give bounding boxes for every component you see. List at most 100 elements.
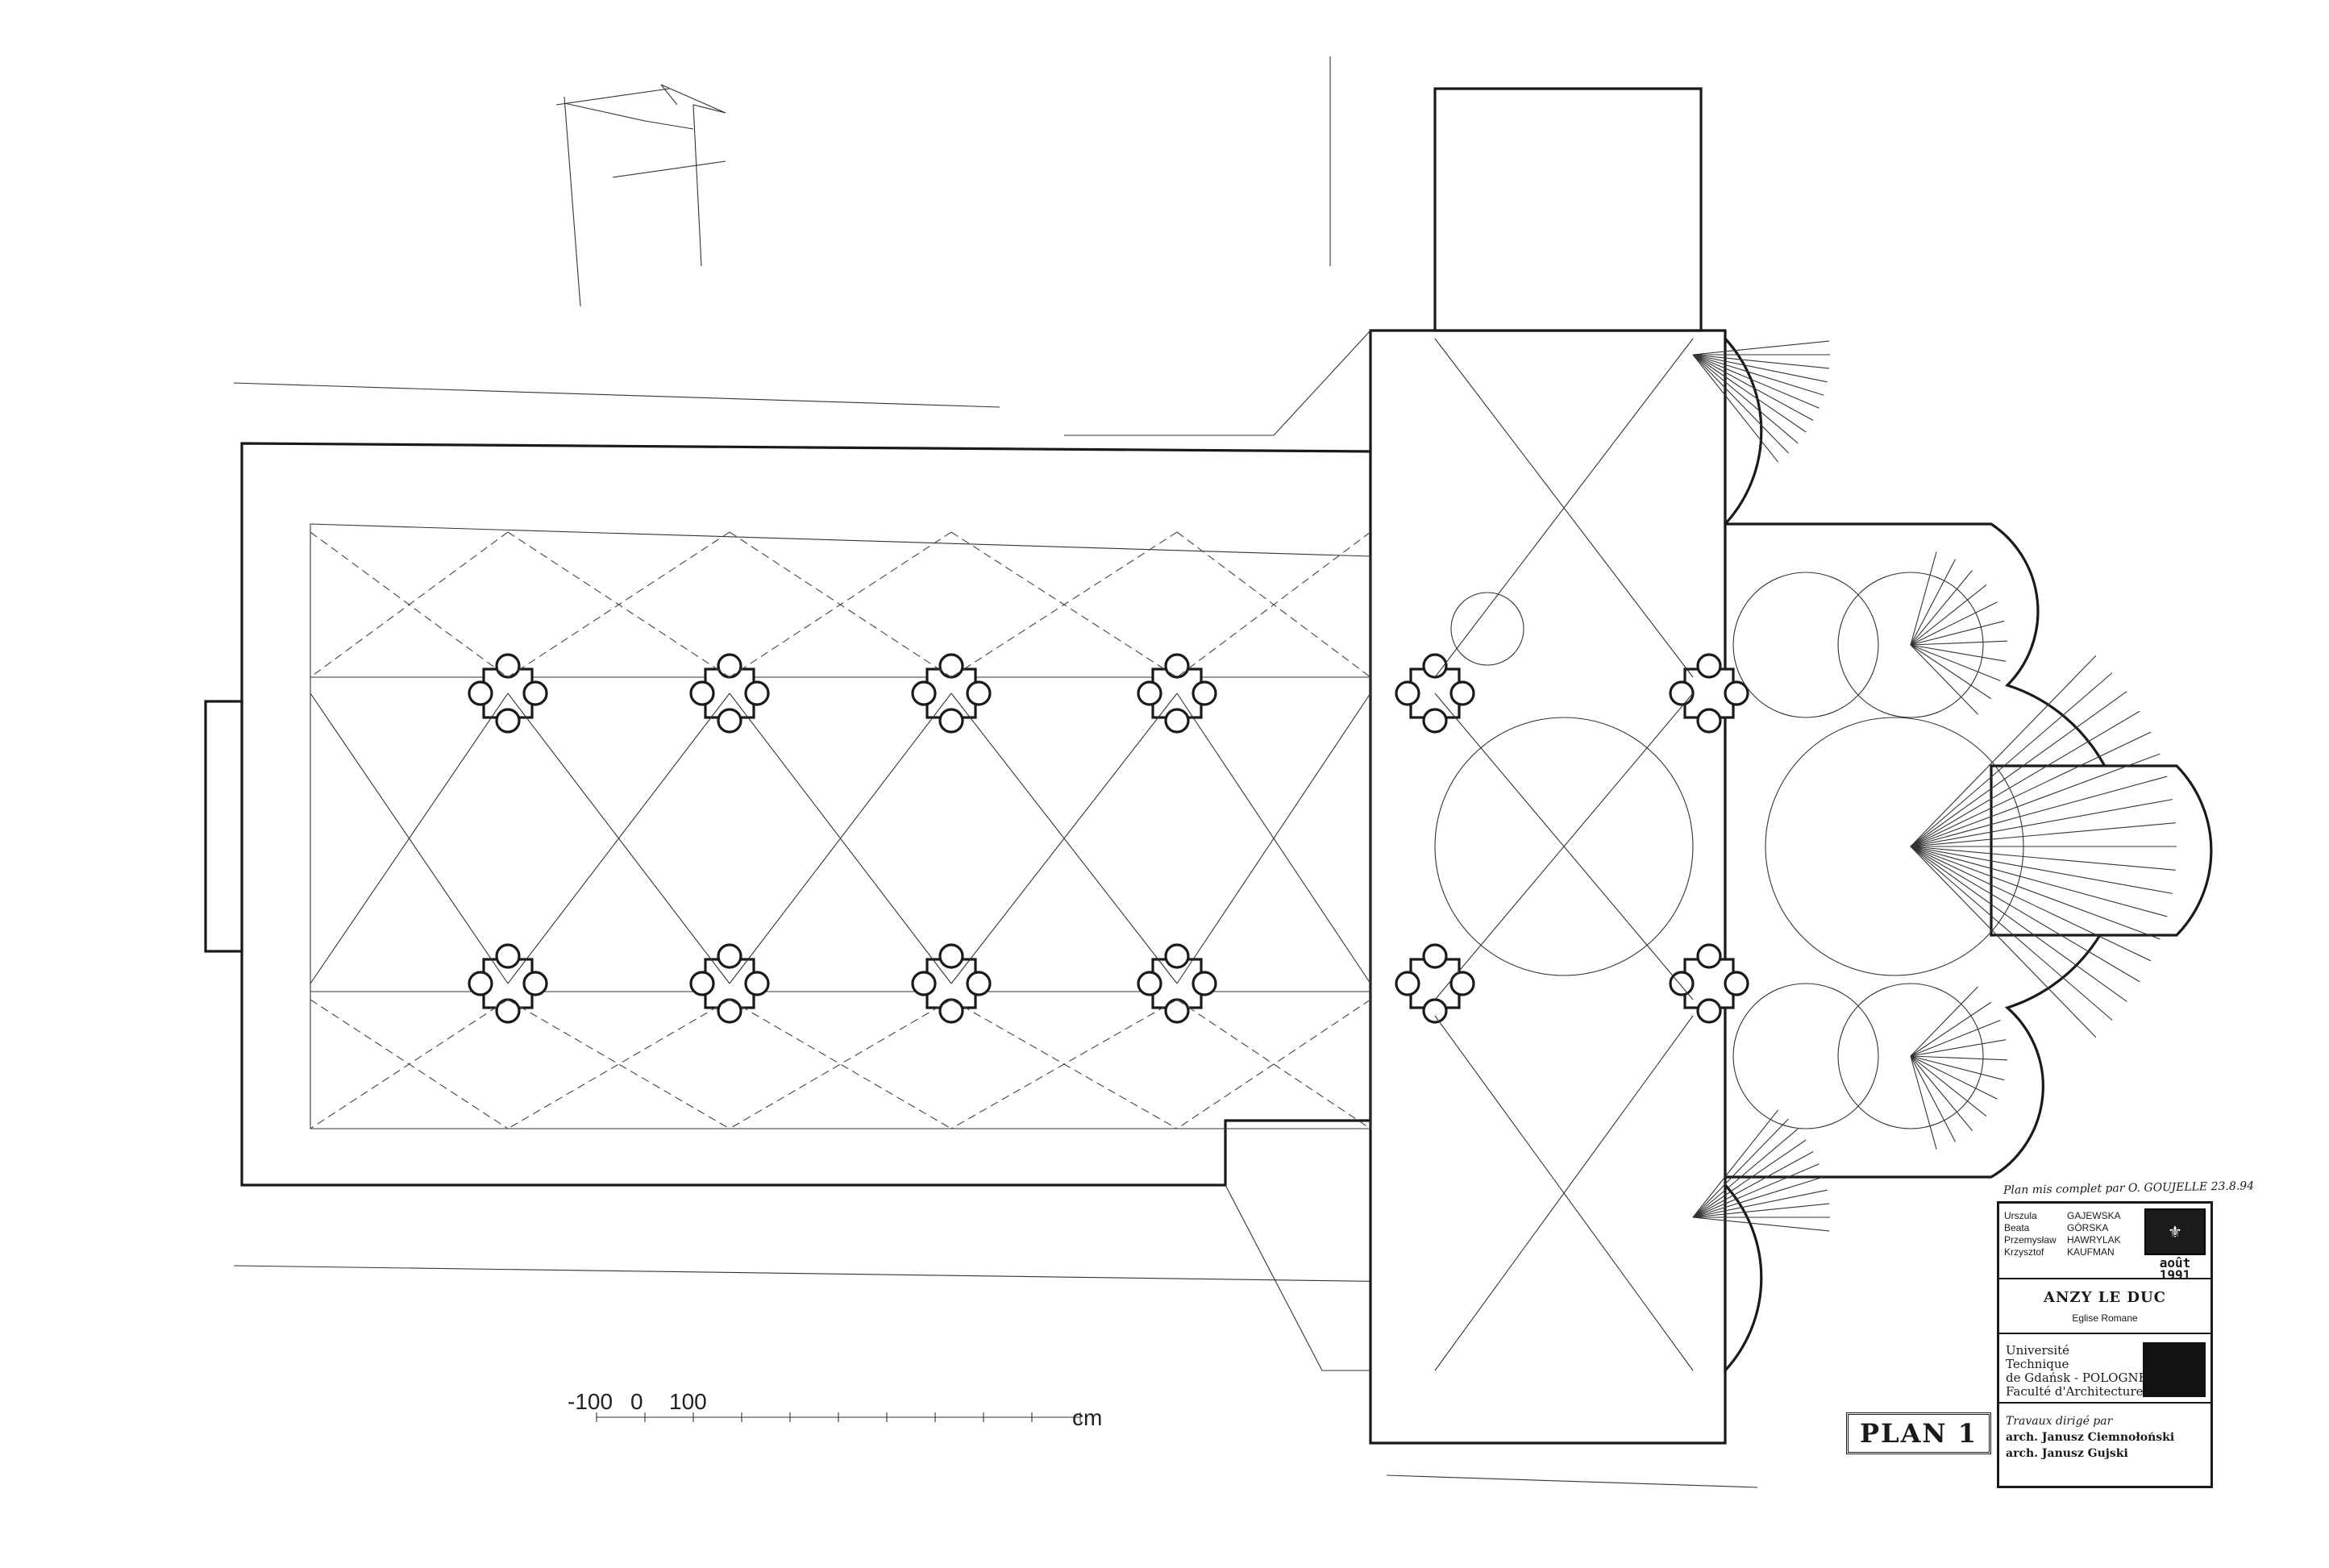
apse-ray: [1692, 1176, 1824, 1218]
pier: [1137, 943, 1217, 1024]
apse-ray: [1910, 1055, 1987, 1117]
school-line: de Gdańsk - POLOGNE: [2006, 1370, 2148, 1385]
author-last: KAUFMAN: [2067, 1246, 2115, 1258]
aisle-rib: [1176, 531, 1371, 678]
vault-rib: [507, 692, 730, 984]
aisle-rib: [507, 999, 730, 1129]
author-first: Urszula: [2004, 1210, 2037, 1221]
apse-ray: [1910, 1055, 1973, 1131]
apse-ray: [1692, 354, 1799, 443]
author-last-names: GAJEWSKA GÓRSKA HAWRYLAK KAUFMAN: [2061, 1210, 2140, 1271]
apse-ray: [1910, 570, 1973, 646]
apse-ray: [1910, 620, 2005, 646]
apse-ray: [1910, 731, 2152, 847]
aisle-rib: [1176, 999, 1371, 1129]
apse-ray: [1910, 846, 2097, 1038]
apse-ray: [1692, 1118, 1789, 1218]
apse-ray: [1910, 644, 2001, 682]
apse-ray: [1910, 753, 2161, 847]
apse-ray: [1692, 354, 1830, 369]
apse-ray: [1692, 1109, 1779, 1218]
pier: [911, 943, 992, 1024]
vault-rib: [950, 692, 1178, 984]
author-first: Przemysław: [2004, 1234, 2057, 1246]
dimension-lines: [233, 56, 1758, 1488]
apse-ray: [1910, 644, 2007, 662]
apse-ray: [1692, 1163, 1820, 1218]
author-last: GÓRSKA: [2067, 1222, 2109, 1233]
faculty-logo-icon: [2143, 1342, 2206, 1397]
apse-ray: [1692, 354, 1824, 396]
pier: [1395, 943, 1475, 1024]
apse-radials: [1692, 340, 2177, 1232]
aisle-rib: [950, 531, 1178, 678]
apse-ray: [1692, 354, 1828, 383]
aisle-rib: [310, 999, 509, 1129]
crossing-geometry: [1434, 338, 2024, 1371]
director: arch. Janusz Gujski: [2006, 1447, 2128, 1460]
scale-left-label: -100: [568, 1389, 613, 1414]
apse-ray: [1910, 1055, 2007, 1061]
apse-ray: [1692, 1129, 1799, 1218]
title-block: Urszula Beata Przemysław Krzysztof GAJEW…: [1997, 1201, 2213, 1488]
apse-ray: [1910, 559, 1956, 646]
vault-rib: [1176, 692, 1371, 984]
apse-ray: [1910, 1055, 1937, 1150]
apse-ray: [1910, 846, 2113, 1021]
apse-ray: [1910, 551, 1937, 646]
vault-rib: [310, 692, 509, 984]
apse-ray: [1910, 846, 2161, 940]
apse-ray: [1910, 1001, 1992, 1057]
apse-ray: [1692, 1139, 1807, 1218]
apse-ray: [1692, 1217, 1830, 1232]
vault-rib: [729, 692, 952, 984]
apse-ray: [1910, 1055, 1956, 1142]
author-first: Beata: [2004, 1222, 2030, 1233]
apse-ray: [1692, 1203, 1830, 1218]
apse-ray: [1910, 846, 2176, 871]
apse-ray: [1910, 776, 2168, 847]
stamp-date: août 1991: [2159, 1255, 2191, 1283]
aisle-rib: [729, 999, 952, 1129]
apse-ray: [1910, 846, 2152, 962]
author-last: HAWRYLAK: [2067, 1234, 2121, 1246]
apse-ray: [1910, 644, 1978, 715]
plan-label: PLAN 1: [1846, 1412, 1992, 1454]
apse-ray: [1692, 1189, 1828, 1218]
apse-ray: [1910, 846, 2173, 894]
apse-ray: [1910, 691, 2127, 847]
apse-ray: [1910, 640, 2007, 646]
apse-ray: [1910, 655, 2097, 847]
project-name: ANZY LE DUC: [2044, 1289, 2166, 1306]
school-line: Université: [2006, 1343, 2070, 1358]
pier: [468, 653, 548, 734]
project-section: ANZY LE DUC Eglise Romane: [1999, 1279, 2210, 1334]
apse-ray: [1692, 354, 1814, 421]
aisle-rib: [950, 999, 1178, 1129]
aisle-rib: [310, 531, 509, 678]
school-section: Université Technique de Gdańsk - POLOGNE…: [1999, 1334, 2210, 1404]
author-last: GAJEWSKA: [2067, 1210, 2121, 1221]
apse-ray: [1910, 1055, 1998, 1100]
crest-icon: ⚜: [2144, 1208, 2206, 1255]
apse-ray: [1910, 584, 1987, 646]
apse-ray: [1692, 354, 1789, 454]
scale-bar: -100 0 100 cm: [568, 1389, 1102, 1430]
directors-section: Travaux dirigé par arch. Janusz Ciemnoło…: [1999, 1404, 2210, 1471]
scale-right-label: 100: [669, 1389, 707, 1414]
aisle-rib: [729, 531, 952, 678]
apse-ray: [1910, 1039, 2007, 1057]
apse-ray: [1910, 644, 1992, 700]
author-first-names: Urszula Beata Przemysław Krzysztof: [2004, 1210, 2061, 1271]
apse-ray: [1692, 354, 1820, 409]
apse-ray: [1910, 799, 2173, 847]
director: arch. Janusz Ciemnołoński: [2006, 1431, 2175, 1444]
church-outer-walls: [204, 87, 2213, 1445]
directed-label: Travaux dirigé par: [2006, 1415, 2113, 1428]
apse-ray: [1910, 672, 2113, 847]
school-line: Technique: [2006, 1357, 2069, 1371]
scale-mid-label: 0: [630, 1389, 643, 1414]
apse-ray: [1910, 822, 2176, 847]
apse-ray: [1692, 354, 1779, 463]
